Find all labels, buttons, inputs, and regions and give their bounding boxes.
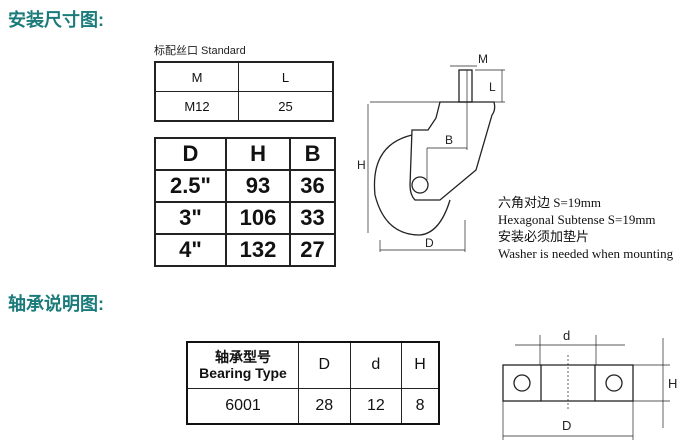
cell: 8 bbox=[401, 387, 440, 425]
label-d: D bbox=[425, 236, 434, 250]
header-l: L bbox=[238, 61, 334, 92]
bearing-section-title: 轴承说明图: bbox=[8, 294, 104, 314]
cell: 2.5" bbox=[154, 169, 227, 203]
standard-caption: 标配丝口 Standard bbox=[154, 45, 246, 57]
header-h: H bbox=[224, 137, 292, 171]
header-cn: 轴承型号 bbox=[215, 349, 271, 366]
label-bore-d: d bbox=[563, 328, 571, 343]
note-line: Hexagonal Subtense S=19mm bbox=[498, 212, 656, 227]
header-b: B bbox=[289, 137, 336, 171]
header-en: Bearing Type bbox=[199, 365, 287, 382]
cell: 28 bbox=[298, 387, 351, 425]
label-l: L bbox=[489, 80, 496, 94]
label-outer-d: D bbox=[562, 418, 572, 433]
header-d: D bbox=[154, 137, 227, 171]
header-d: D bbox=[298, 341, 351, 389]
cell: 36 bbox=[289, 169, 336, 203]
cell: 12 bbox=[349, 387, 403, 425]
note-line: Washer is needed when mounting bbox=[498, 246, 674, 261]
header-small-d: d bbox=[349, 341, 403, 389]
cell-m: M12 bbox=[154, 91, 239, 122]
cell: 6001 bbox=[186, 387, 299, 425]
label-m: M bbox=[478, 52, 488, 66]
install-section-title: 安装尺寸图: bbox=[8, 10, 104, 30]
cell: 3" bbox=[154, 201, 227, 235]
label-b: B bbox=[445, 133, 454, 147]
header-h: H bbox=[401, 341, 440, 389]
cell: 93 bbox=[224, 169, 292, 203]
cell: 27 bbox=[289, 233, 336, 267]
cell: 33 bbox=[289, 201, 336, 235]
cell-l: 25 bbox=[238, 91, 334, 122]
cell: 106 bbox=[224, 201, 292, 235]
cell: 132 bbox=[224, 233, 292, 267]
cell: 4" bbox=[154, 233, 227, 267]
mounting-notes: 六角对边 S=19mm Hexagonal Subtense S=19mm 安装… bbox=[498, 194, 673, 262]
label-h: H bbox=[357, 158, 366, 172]
label-height-h: H bbox=[668, 376, 678, 391]
note-line: 安装必须加垫片 bbox=[498, 229, 590, 244]
note-line: 六角对边 S=19mm bbox=[498, 195, 602, 210]
